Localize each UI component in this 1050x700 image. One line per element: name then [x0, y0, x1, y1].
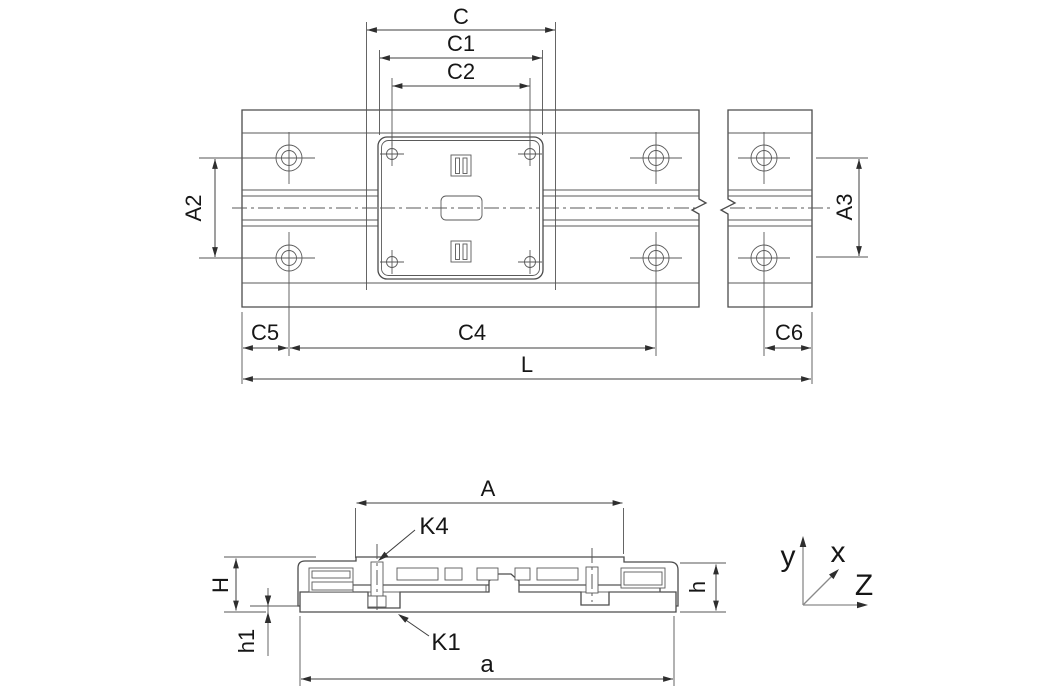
- dimension-C5: C5: [241, 290, 290, 384]
- dimension-A: A: [355, 476, 624, 558]
- y-axis-arrow-icon: [799, 536, 807, 547]
- dimension-A2: A2: [181, 157, 282, 259]
- mounting-hole: [738, 132, 790, 184]
- dim-label-a: a: [480, 651, 494, 678]
- dim-label-K1: K1: [431, 629, 460, 656]
- carriage: [377, 136, 544, 280]
- top-view: C C1 C2 A2 A3 C5: [181, 4, 868, 384]
- lubrication-slot-bottom: [450, 240, 472, 263]
- dim-label-C: C: [453, 4, 469, 29]
- dim-label-h: h: [685, 581, 710, 593]
- dim-label-C4: C4: [458, 320, 486, 345]
- cross-section-view: A K4 K1 H h1 a: [208, 476, 726, 686]
- base-plate-left-segment: [241, 109, 708, 308]
- carriage-hole: [518, 250, 542, 274]
- mounting-hole: [630, 232, 682, 290]
- dim-label-H: H: [208, 577, 233, 593]
- clamp-screw-K4: [367, 544, 387, 610]
- z-axis-arrow-icon: [857, 601, 868, 609]
- saddle-fill: [298, 557, 678, 606]
- dim-label-C1: C1: [447, 31, 475, 56]
- dim-label-L: L: [521, 352, 533, 377]
- ball-channel-pockets: [396, 567, 579, 581]
- dim-label-A3: A3: [832, 194, 857, 221]
- axis-label-x: x: [831, 536, 846, 569]
- leader-K1: K1: [398, 614, 461, 656]
- plate-edge-lines: [242, 132, 812, 284]
- mounting-hole: [263, 232, 315, 290]
- dimension-C1: C1: [379, 31, 543, 135]
- dim-label-C6: C6: [775, 320, 803, 345]
- dimension-h1: h1: [234, 588, 298, 656]
- axis-label-y: y: [781, 540, 796, 573]
- dim-label-A: A: [481, 476, 496, 501]
- dimension-A3: A3: [816, 157, 868, 258]
- x-axis: [802, 573, 835, 606]
- carriage-hole: [380, 250, 404, 274]
- dimension-H: H: [208, 556, 316, 613]
- axis-label-z: Z: [855, 569, 873, 602]
- dimension-C: C: [367, 4, 555, 33]
- guide-rail-lines: [242, 189, 812, 227]
- dimension-C2: C2: [391, 59, 531, 146]
- coordinate-axes: y x Z: [781, 536, 873, 609]
- leader-K4: K4: [378, 513, 449, 561]
- dim-label-h1: h1: [234, 629, 259, 653]
- dim-label-K4: K4: [419, 513, 448, 540]
- carriage-seal-edges: [366, 22, 556, 290]
- dim-label-C5: C5: [251, 320, 279, 345]
- base-fill: [300, 574, 676, 612]
- lubrication-slot-top: [450, 154, 472, 177]
- base-mounting-holes: [263, 132, 790, 290]
- left-gib-slot: [308, 567, 354, 593]
- saddle-section: [297, 556, 679, 607]
- right-gib-slot: [620, 567, 666, 589]
- dimension-L: L: [243, 352, 811, 382]
- dimension-a: a: [299, 616, 675, 686]
- dimension-C4: C4: [290, 290, 657, 356]
- dimension-C6: C6: [763, 290, 813, 384]
- dim-label-A2: A2: [181, 195, 206, 222]
- dim-label-C2: C2: [447, 59, 475, 84]
- clamp-screw-right: [585, 548, 599, 602]
- mounting-hole: [630, 132, 682, 184]
- x-axis-arrow-icon: [829, 569, 839, 580]
- base-plate-right-segment: [719, 109, 813, 308]
- mounting-hole: [738, 232, 790, 290]
- dimension-h: h: [680, 562, 726, 613]
